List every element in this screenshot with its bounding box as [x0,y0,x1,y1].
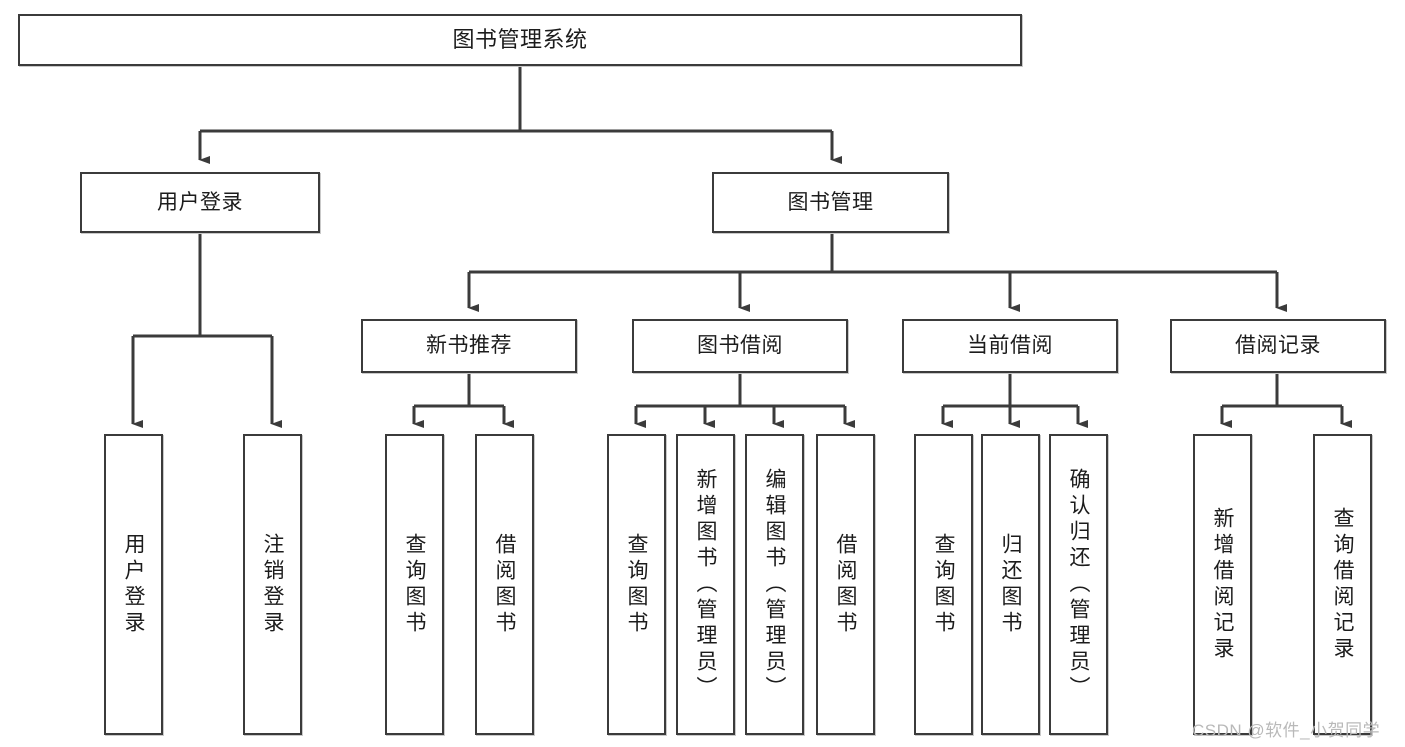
node-leaf-query-record-label: 查询借阅记录 [1331,506,1354,663]
node-leaf-edit-book[interactable]: 编辑图书（管理员） [745,434,804,735]
node-leaf-return-book[interactable]: 归还图书 [981,434,1040,735]
node-leaf-borrow-book-2[interactable]: 借阅图书 [816,434,875,735]
node-user-login[interactable]: 用户登录 [80,172,320,233]
node-leaf-add-book-label: 新增图书（管理员） [694,467,717,702]
node-leaf-add-record[interactable]: 新增借阅记录 [1193,434,1252,735]
node-leaf-query-book-2[interactable]: 查询图书 [607,434,666,735]
node-leaf-query-book-2-label: 查询图书 [625,532,648,637]
node-leaf-query-book-1[interactable]: 查询图书 [385,434,444,735]
watermark-text: CSDN @软件_小贺同学 [1192,721,1381,740]
node-leaf-logout-label: 注销登录 [261,532,284,637]
node-leaf-query-book-3-label: 查询图书 [932,532,955,637]
node-new-book-recommend-label: 新书推荐 [426,334,512,358]
node-leaf-borrow-book-1-label: 借阅图书 [493,532,516,637]
node-leaf-user-login-label: 用户登录 [122,532,145,637]
node-leaf-borrow-book-2-label: 借阅图书 [834,532,857,637]
node-leaf-query-book-1-label: 查询图书 [403,532,426,637]
node-leaf-user-login[interactable]: 用户登录 [104,434,163,735]
node-new-book-recommend[interactable]: 新书推荐 [361,319,577,373]
node-root[interactable]: 图书管理系统 [18,14,1022,66]
node-leaf-query-record[interactable]: 查询借阅记录 [1313,434,1372,735]
node-leaf-confirm-return-label: 确认归还（管理员） [1067,467,1090,702]
node-current-borrow[interactable]: 当前借阅 [902,319,1118,373]
node-leaf-return-book-label: 归还图书 [999,532,1022,637]
node-leaf-edit-book-label: 编辑图书（管理员） [763,467,786,702]
node-book-borrow[interactable]: 图书借阅 [632,319,848,373]
node-book-borrow-label: 图书借阅 [697,334,783,358]
node-leaf-query-book-3[interactable]: 查询图书 [914,434,973,735]
node-leaf-borrow-book-1[interactable]: 借阅图书 [475,434,534,735]
node-user-login-label: 用户登录 [157,190,243,214]
node-book-manage[interactable]: 图书管理 [712,172,949,233]
node-root-label: 图书管理系统 [452,26,588,52]
node-borrow-record[interactable]: 借阅记录 [1170,319,1386,373]
node-book-manage-label: 图书管理 [787,190,874,214]
node-borrow-record-label: 借阅记录 [1235,334,1321,358]
node-current-borrow-label: 当前借阅 [967,334,1053,358]
node-leaf-confirm-return[interactable]: 确认归还（管理员） [1049,434,1108,735]
node-leaf-logout[interactable]: 注销登录 [243,434,302,735]
node-leaf-add-record-label: 新增借阅记录 [1211,506,1234,663]
node-leaf-add-book[interactable]: 新增图书（管理员） [676,434,735,735]
